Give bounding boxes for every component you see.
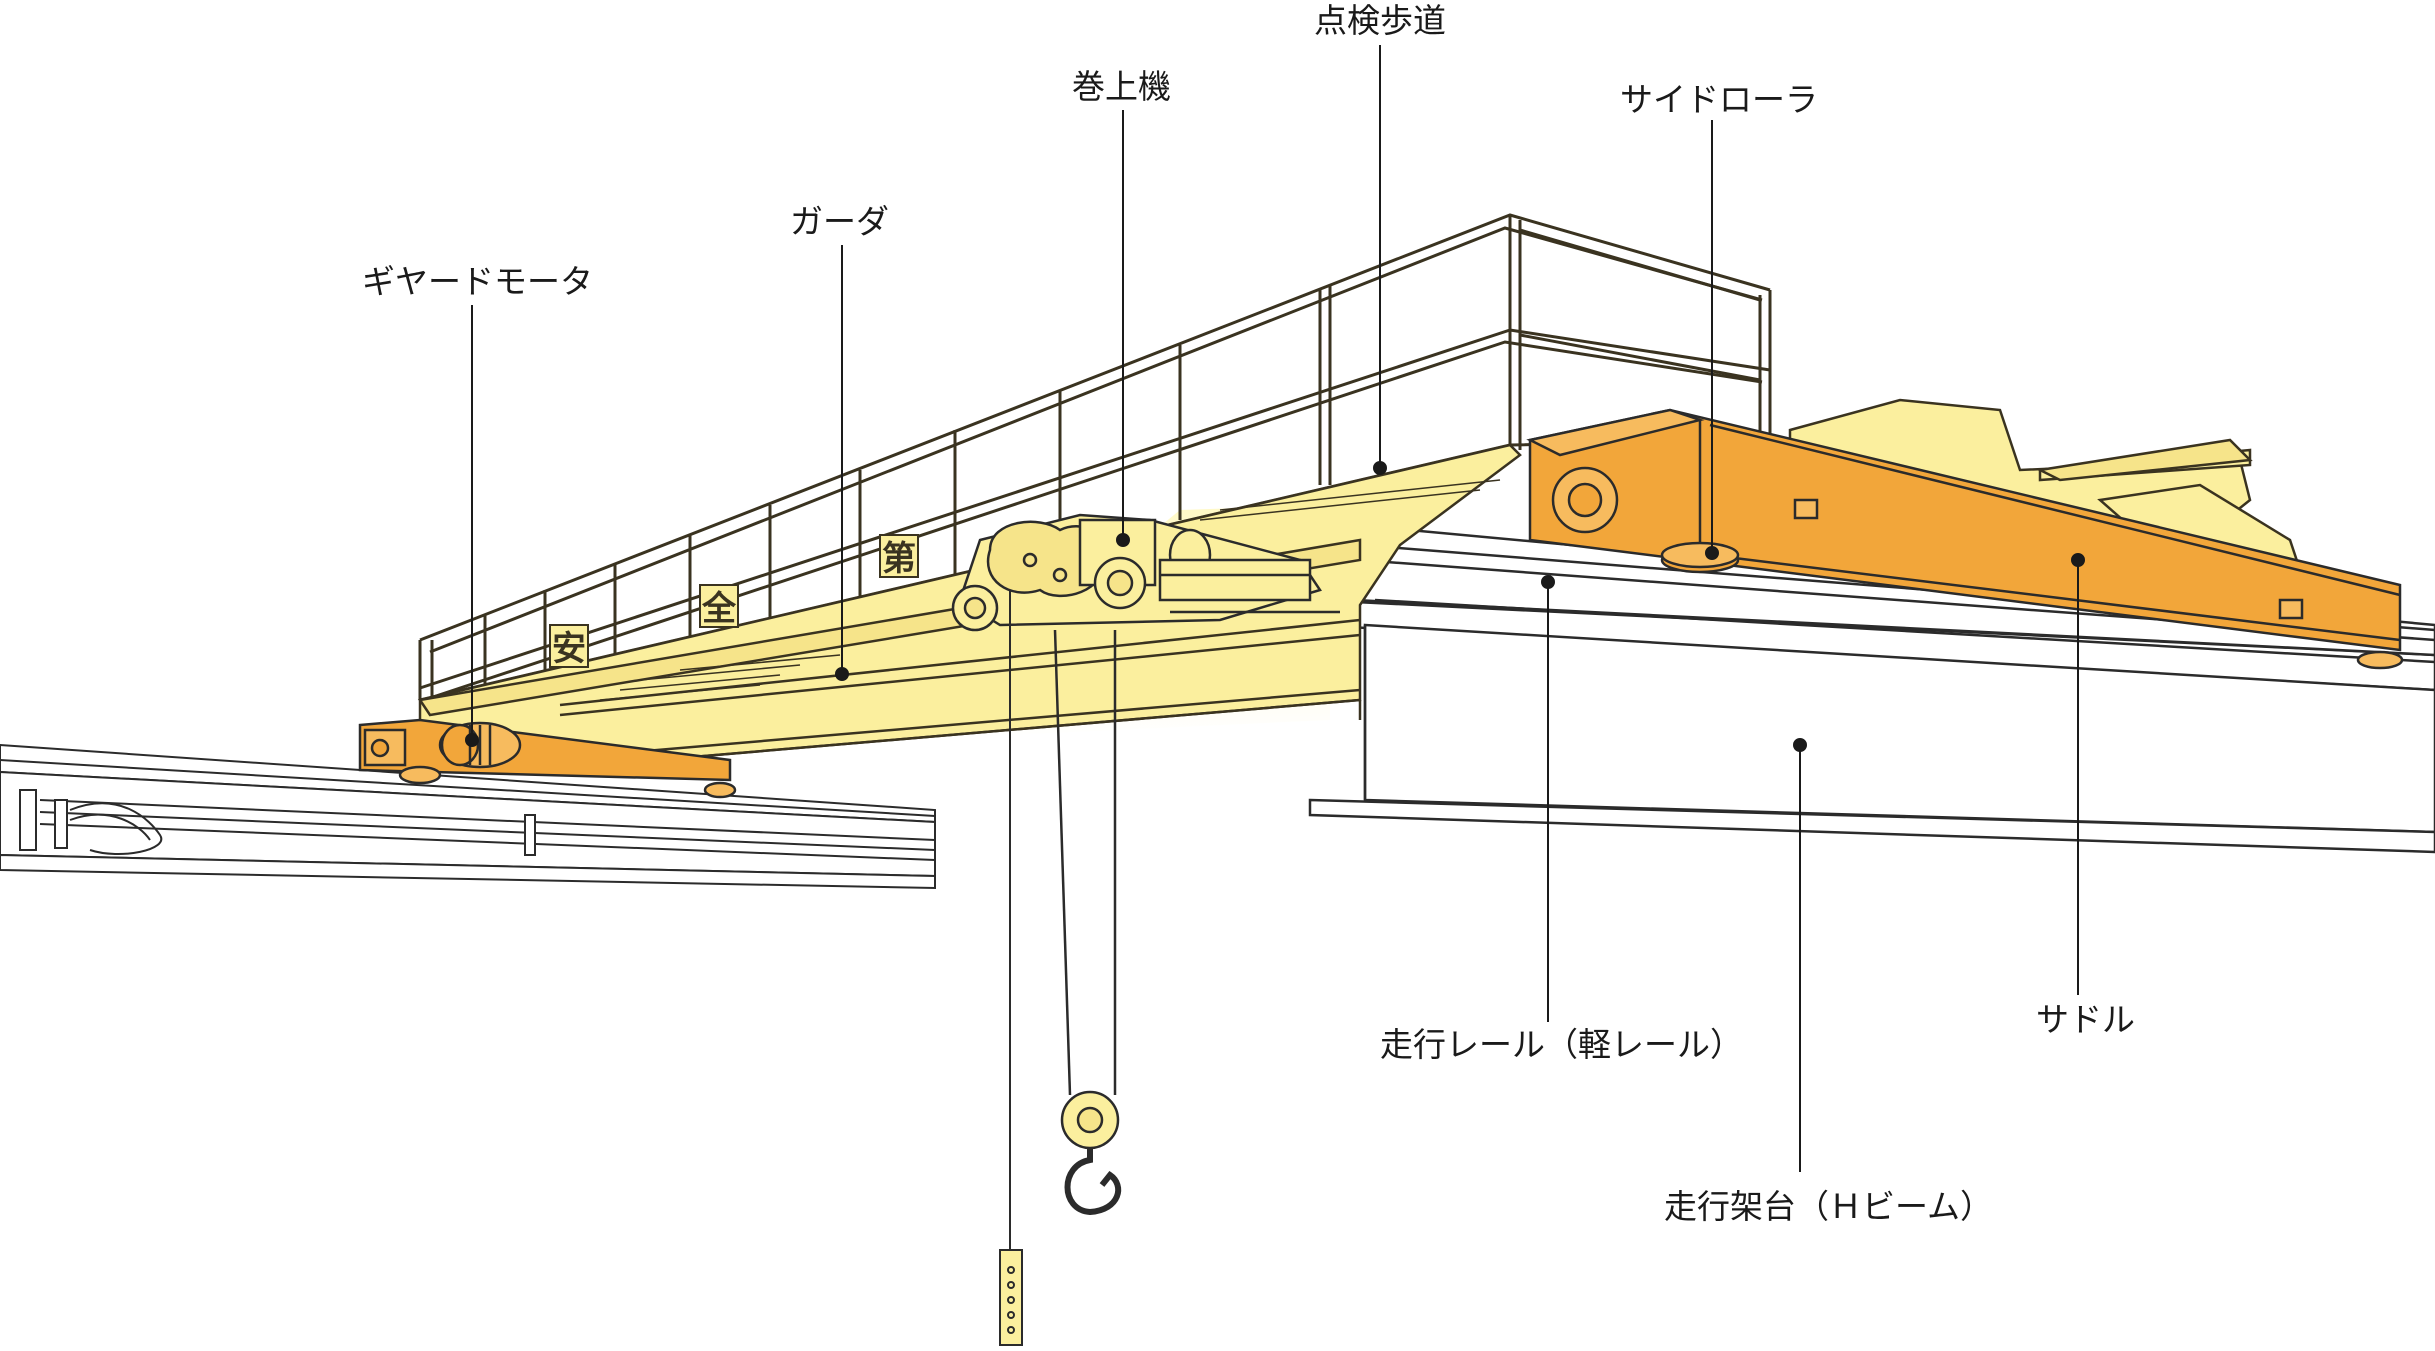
safety-char-3: 第 xyxy=(882,539,916,579)
saddle-right xyxy=(1526,408,2404,670)
label-side-roller: サイドローラ xyxy=(1620,80,1818,119)
right-runway-beam xyxy=(1308,523,2435,854)
hook-assembly xyxy=(1053,629,1122,1216)
label-rail: 走行レール（軽レール） xyxy=(1380,1025,1743,1064)
hoist-trolley xyxy=(951,513,1340,632)
safety-signs: 安 全 第 xyxy=(549,534,919,669)
label-walkway: 点検歩道 xyxy=(1314,1,1446,40)
label-saddle: サドル xyxy=(2036,1000,2135,1039)
leader-lines xyxy=(465,45,2085,1172)
label-girder: ガーダ xyxy=(790,202,889,241)
label-runway: 走行架台（Ｈビーム） xyxy=(1664,1187,1994,1226)
label-geared-motor: ギヤードモータ xyxy=(362,262,593,301)
label-hoist: 巻上機 xyxy=(1072,67,1171,106)
pendant-switch xyxy=(999,590,1023,1346)
left-runway-beam xyxy=(0,743,936,890)
safety-char-2: 全 xyxy=(701,589,737,629)
safety-char-1: 安 xyxy=(552,629,586,669)
